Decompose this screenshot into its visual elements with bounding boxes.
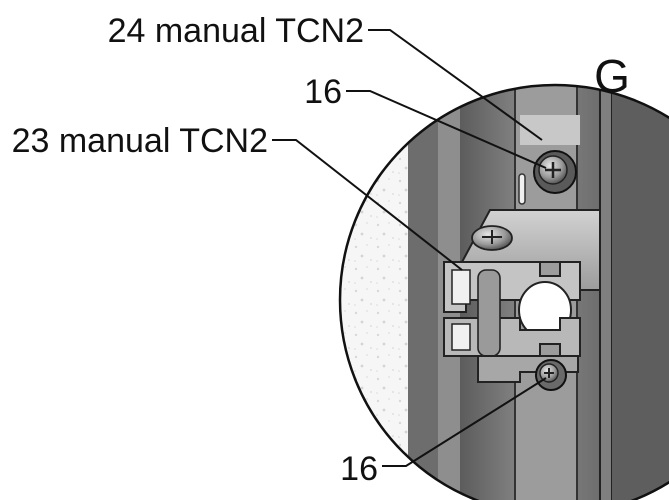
magnified-detail xyxy=(340,85,669,500)
callout-middle-manual: 23 manual TCN2 xyxy=(12,122,268,160)
leader-upper-ref xyxy=(346,90,547,169)
frame-right-outer xyxy=(612,85,669,500)
upper-screw-icon xyxy=(533,150,577,194)
rail-highlight xyxy=(520,115,580,145)
callout-lower-ref: 16 xyxy=(340,450,378,488)
rail-slot xyxy=(518,173,526,205)
callout-upper-ref: 16 xyxy=(304,73,342,111)
leader-lines xyxy=(272,29,547,467)
frame-left xyxy=(408,85,438,500)
cable-clamp-icon xyxy=(443,209,601,383)
leader-middle-manual xyxy=(272,139,463,271)
frame-right xyxy=(599,85,613,500)
detail-circle-outline xyxy=(338,83,669,500)
leader-lower-ref xyxy=(382,377,547,467)
view-letter: G xyxy=(594,50,630,102)
callout-top-manual: 24 manual TCN2 xyxy=(108,12,364,50)
leader-top-manual xyxy=(368,29,543,141)
lower-screw-icon xyxy=(535,359,567,391)
